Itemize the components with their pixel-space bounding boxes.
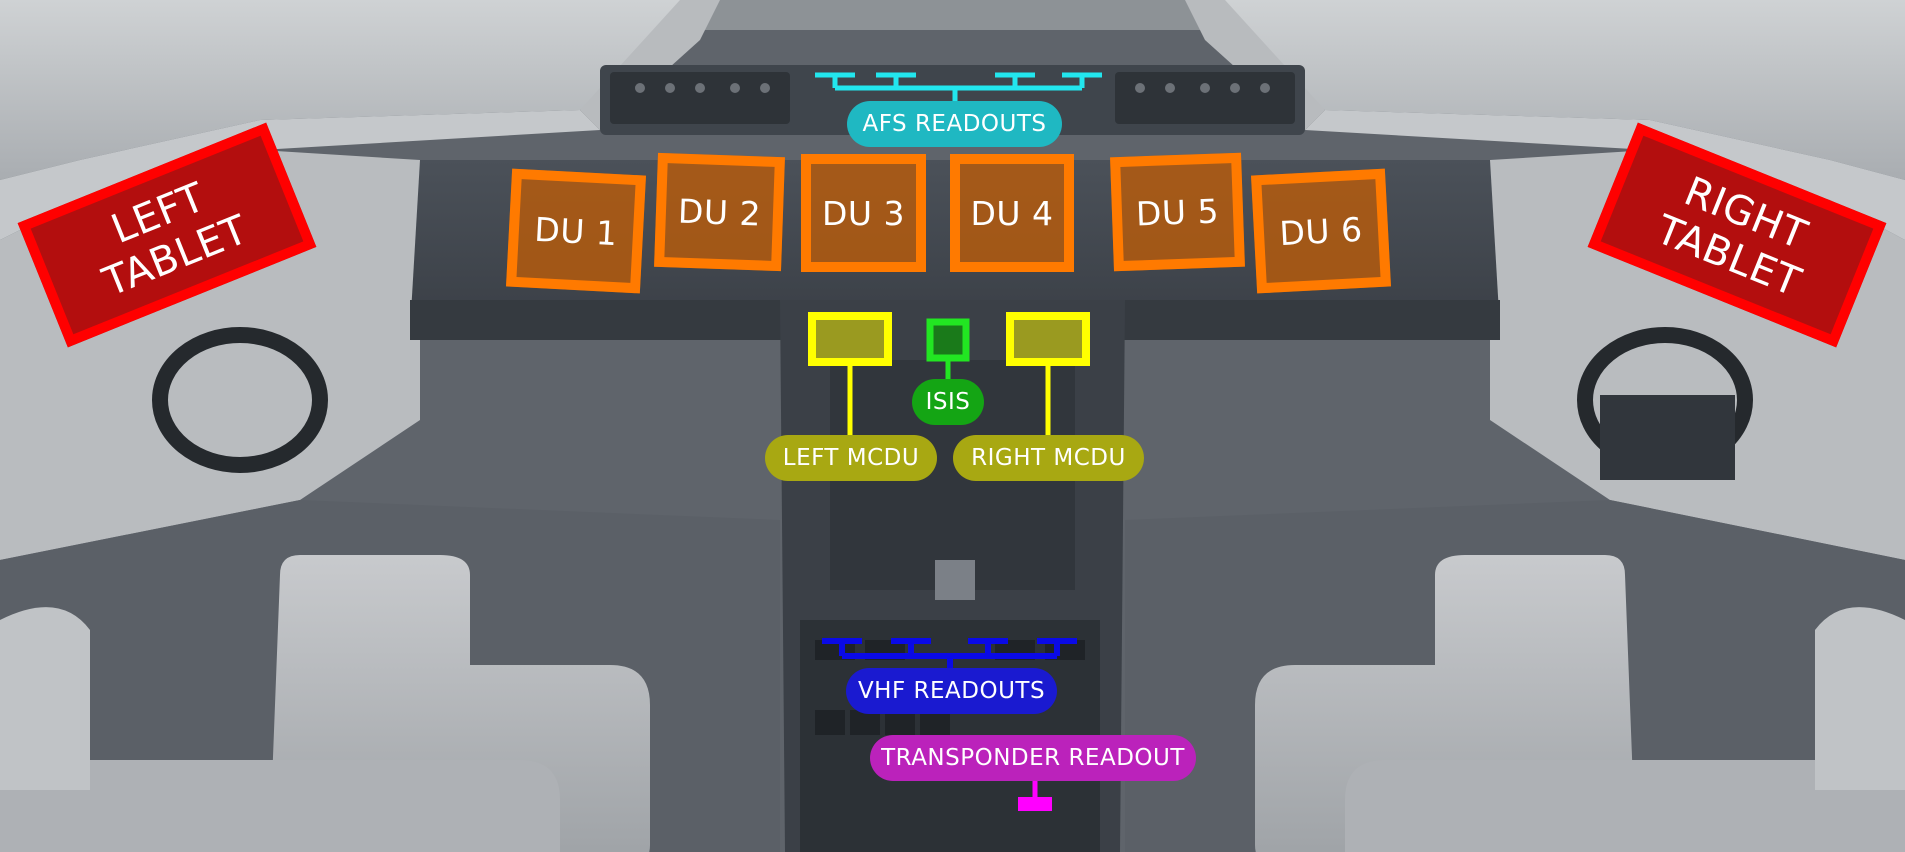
left-mcdu-marker (808, 312, 892, 366)
right-mcdu-label: RIGHT MCDU (953, 435, 1144, 481)
isis-label: ISIS (912, 379, 984, 425)
isis-marker (926, 318, 970, 362)
vhf-readouts-label: VHF READOUTS (846, 668, 1057, 714)
left-mcdu-label: LEFT MCDU (765, 435, 937, 481)
du-4-label: DU 4 (950, 154, 1074, 272)
transponder-marker (1018, 797, 1052, 811)
afs-readouts-label: AFS READOUTS (847, 101, 1062, 147)
du-3-label: DU 3 (801, 154, 926, 272)
right-mcdu-marker (1006, 312, 1090, 366)
transponder-readout-label: TRANSPONDER READOUT (870, 735, 1196, 781)
